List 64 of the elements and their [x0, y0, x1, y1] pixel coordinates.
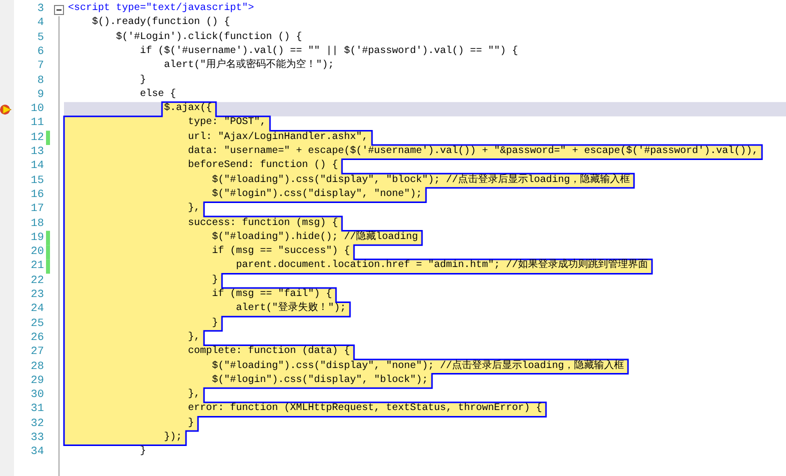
code-line: alert("登录失败！");: [236, 302, 346, 316]
line-number: 6: [36, 44, 44, 60]
code-line: });: [164, 431, 182, 445]
code-line: else {: [140, 88, 176, 102]
line-number: 17: [30, 202, 44, 216]
code-line: $("#loading").css("display", "block"); //点击登录后显示loading，隐藏输入框: [212, 174, 630, 188]
line-number: 28: [30, 360, 44, 374]
line-number: 3: [36, 2, 44, 16]
line-number: 26: [30, 330, 44, 346]
code-line: $().ready(function () {: [92, 16, 230, 30]
line-number: 32: [30, 416, 44, 431]
line-number: 33: [30, 431, 44, 446]
line-number: 29: [30, 374, 44, 388]
line-number: 24: [30, 302, 44, 317]
code-line: },: [188, 388, 200, 402]
code-line: complete: function (data) {: [188, 345, 350, 360]
line-number: 14: [30, 159, 44, 174]
line-number: 27: [30, 345, 44, 360]
line-number: 5: [36, 30, 44, 45]
code-line: success: function (msg) {: [188, 216, 338, 230]
code-line: if (msg == "fail") {: [212, 288, 332, 302]
code-line: },: [188, 202, 200, 216]
line-number: 20: [30, 245, 44, 260]
code-line: $.ajax({: [164, 102, 212, 116]
code-line: alert("用户名或密码不能为空！");: [164, 59, 334, 74]
code-line: url: "Ajax/LoginHandler.ashx",: [188, 130, 368, 145]
code-line: }: [212, 316, 218, 331]
line-number: 16: [30, 188, 44, 202]
code-line: data: "username=" + escape($('#username').val()) + "&password=" + escape($('#password').val()),: [188, 145, 758, 159]
code-line: }: [140, 74, 146, 88]
line-number: 13: [30, 145, 44, 160]
code-line: $("#login").css("display", "none");: [212, 188, 422, 202]
code-line: if (msg == "success") {: [212, 245, 350, 260]
code-line: beforeSend: function () {: [188, 159, 338, 174]
code-line: parent.document.location.href = "admin.htm"; //如果登录成功则跳到管理界面: [236, 259, 648, 274]
code-line: }: [188, 416, 194, 431]
code-line: error: function (XMLHttpRequest, textStatus, thrownError) {: [188, 402, 542, 416]
line-number: 11: [30, 116, 44, 131]
code-line: }: [140, 445, 146, 460]
line-number: 7: [36, 59, 44, 74]
code-line: if ($('#username').val() == "" || $('#password').val() == "") {: [140, 44, 518, 58]
line-number: 4: [36, 16, 44, 31]
line-number: 25: [30, 316, 44, 331]
line-number: 10: [30, 102, 44, 116]
line-number: 8: [36, 74, 44, 88]
code-line: $("#login").css("display", "block");: [212, 374, 428, 388]
line-number: 23: [30, 288, 44, 302]
code-line: $('#Login').click(function () {: [116, 30, 302, 45]
line-number: 31: [30, 402, 44, 417]
code-line: <script type="text/javascript">: [68, 2, 254, 16]
code-line: type: "POST",: [188, 116, 266, 130]
line-number: 19: [30, 230, 44, 246]
code-line: },: [188, 330, 200, 345]
line-number: 15: [30, 174, 44, 188]
line-number: 21: [30, 259, 44, 274]
line-number: 18: [30, 216, 44, 231]
line-number: 9: [36, 88, 44, 102]
code-line: $("#loading").css("display", "none"); //点击登录后显示loading，隐藏输入框: [212, 360, 624, 374]
code-line: $("#loading").hide(); //隐藏loading: [212, 230, 418, 245]
line-number: 34: [30, 445, 44, 460]
line-number: 30: [30, 388, 44, 402]
line-number: 12: [30, 130, 44, 145]
line-number: 22: [30, 274, 44, 288]
code-line: }: [212, 274, 218, 288]
